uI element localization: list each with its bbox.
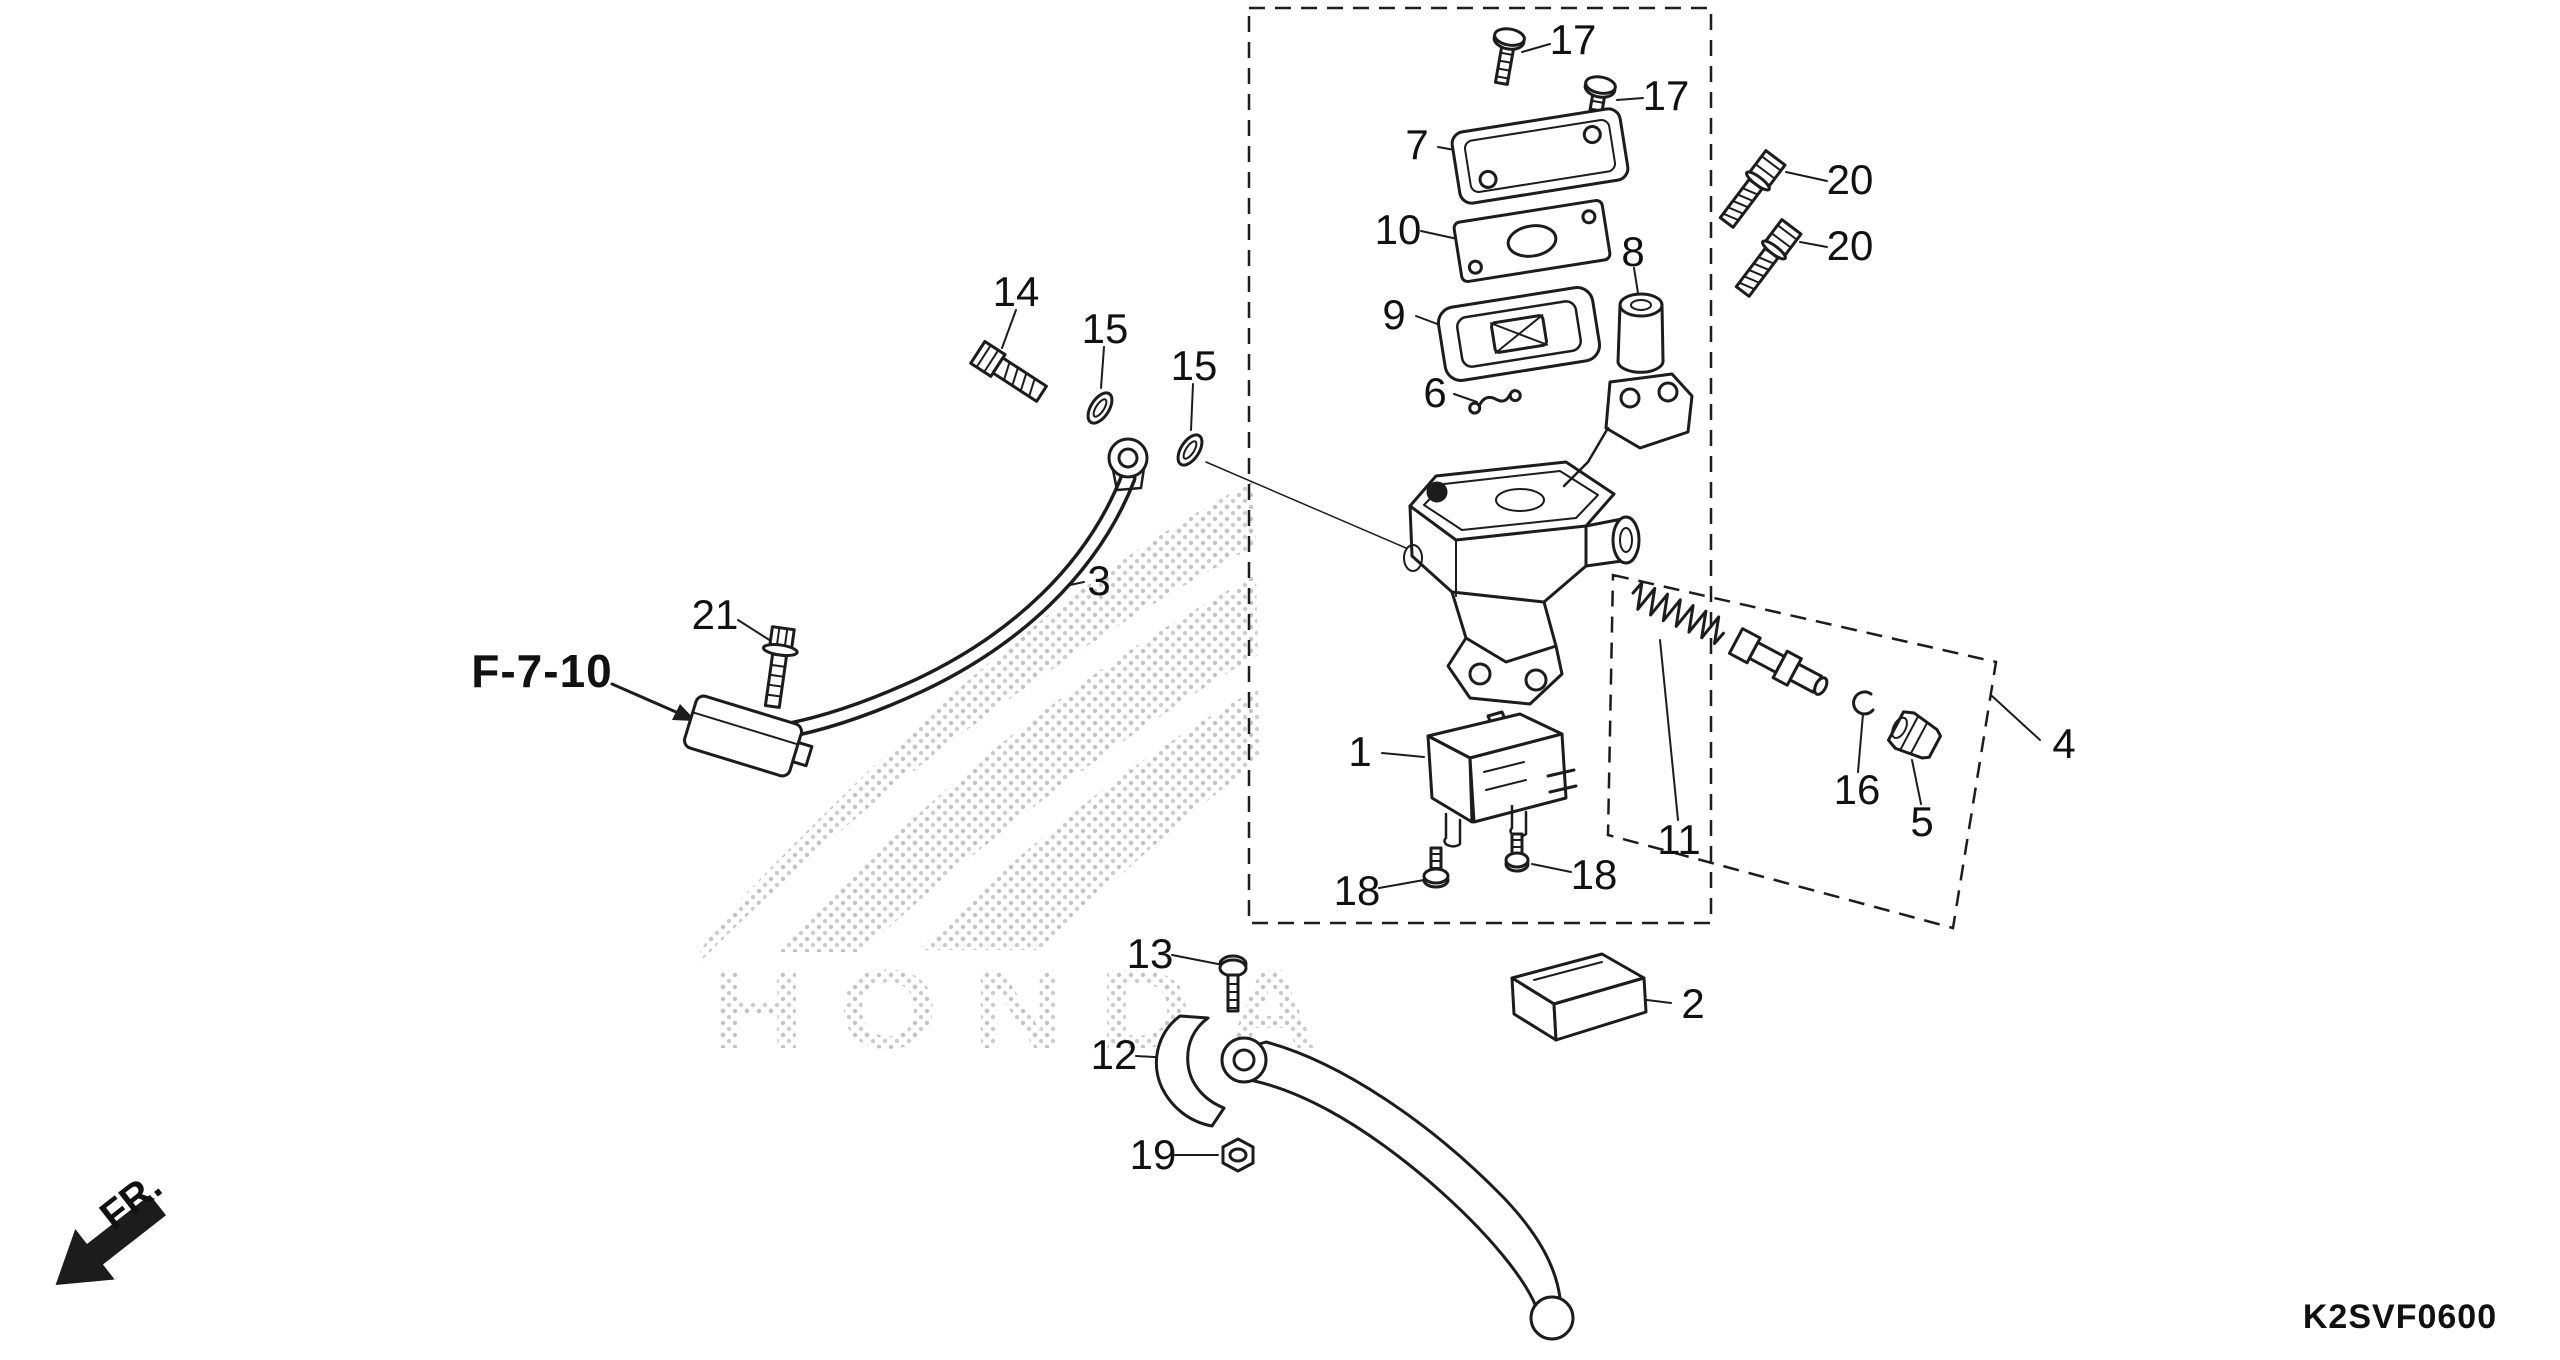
pivot-screw-13 (1218, 954, 1248, 1013)
callout-5: 5 (1910, 798, 1934, 845)
callout-8: 8 (1621, 228, 1645, 275)
bolt-20a (1718, 149, 1787, 229)
set-plate-10 (1452, 199, 1612, 283)
circlip-16 (1852, 690, 1875, 716)
spring-11 (1631, 581, 1725, 646)
callout-18b: 18 (1570, 851, 1618, 898)
joint-holder-8 (1562, 292, 1694, 488)
callout-1: 1 (1348, 728, 1372, 775)
sealing-washer-15b (1176, 433, 1204, 467)
callout-4: 4 (2052, 720, 2076, 767)
callout-10: 10 (1374, 206, 1422, 253)
brake-lever-12 (1154, 1014, 1575, 1341)
oil-bolt-14 (969, 339, 1048, 403)
callout-3: 3 (1087, 557, 1111, 604)
bracket-2 (1510, 952, 1648, 1042)
callout-11: 11 (1657, 816, 1701, 863)
diaphragm-9 (1436, 286, 1602, 382)
callout-6: 6 (1423, 369, 1447, 416)
hose-end-fitting (682, 694, 814, 778)
piston-kit-group-box (1606, 573, 1998, 930)
bolt-20b (1734, 218, 1803, 298)
switch-screw-18a (1422, 846, 1450, 889)
callout-16: 16 (1833, 766, 1881, 813)
nut-19 (1221, 1137, 1255, 1173)
callout-9: 9 (1382, 291, 1406, 338)
callout-18a: 18 (1333, 867, 1381, 914)
callout-13: 13 (1126, 930, 1174, 977)
master-cylinder-body (1403, 460, 1641, 706)
reservoir-cover-7 (1450, 107, 1630, 205)
brake-hose-3 (763, 469, 1137, 742)
drawing-code: K2SVF0600 (2302, 1298, 2498, 1336)
fr-direction-arrow (55, 1194, 167, 1286)
master-cylinder-group-box (1247, 6, 1713, 925)
cover-screw-17a (1492, 27, 1526, 86)
callout-20a: 20 (1826, 156, 1874, 203)
callout-7: 7 (1405, 121, 1429, 168)
callout-17b: 17 (1642, 72, 1690, 119)
callout-15a: 15 (1081, 305, 1129, 352)
reference-link-label: F-7-10 (471, 645, 613, 697)
flange-bolt-21 (761, 625, 799, 709)
callout-12: 12 (1090, 1031, 1138, 1078)
hose-banjo-eye (1107, 437, 1149, 492)
brake-switch-1 (1426, 710, 1578, 848)
switch-screw-18b (1504, 832, 1530, 873)
clip-6 (1468, 389, 1522, 415)
leader-lines (610, 43, 2041, 1156)
callout-14: 14 (992, 268, 1040, 315)
callout-17a: 17 (1549, 16, 1597, 63)
boot-5 (1886, 710, 1942, 760)
sealing-washer-15a (1086, 391, 1114, 425)
callout-21: 21 (691, 591, 739, 638)
dashed-boxes (1247, 6, 1998, 930)
callout-20b: 20 (1826, 222, 1874, 269)
piston-assembly (1727, 627, 1829, 696)
honda-wing-watermark: HONDA (700, 482, 1322, 1072)
callout-19: 19 (1129, 1131, 1177, 1178)
callout-15b: 15 (1170, 342, 1218, 389)
callout-2: 2 (1681, 980, 1705, 1027)
